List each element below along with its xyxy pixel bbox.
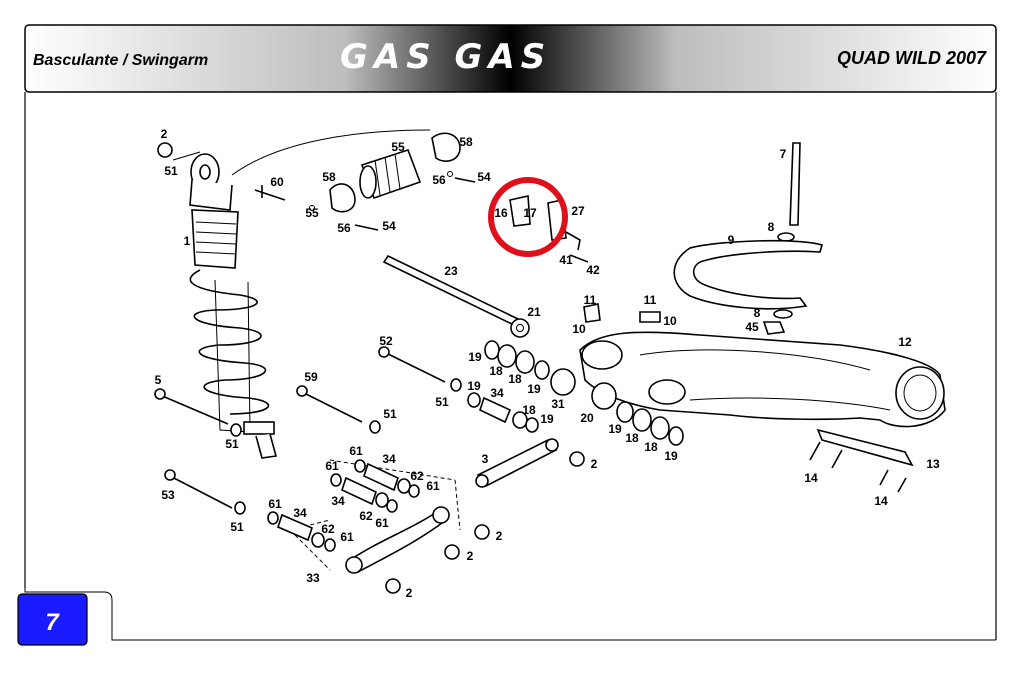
callout-link-62a: 62 [410,469,424,483]
callout-bearing-19d: 19 [664,449,678,463]
callout-bracket-screw: 41 [559,253,573,267]
callout-bracket-right: 27 [571,204,585,218]
bearings-drawing [467,340,684,446]
callout-bracket-left: 16 [494,206,508,220]
callout-pivot-nut: 21 [527,305,541,319]
chain-guide-drawing [583,142,823,335]
callout-stud-washer: 8 [768,220,775,234]
callout-shock-top-nut: 2 [161,127,168,141]
page-badge: 7 [17,593,88,646]
callout-rod-3: 3 [482,452,489,466]
callout-sleeve-19e: 19 [467,379,481,393]
callout-shock-bolt-top: 60 [270,175,284,189]
callout-clip-a-side: 10 [572,322,586,336]
callout-clamp-screw-c: 56 [337,221,351,235]
callout-link-61d: 61 [375,516,389,530]
callout-rod-nut: 2 [591,457,598,471]
callout-shock-top-washer: 51 [164,164,178,178]
callout-link-61b: 61 [325,459,339,473]
brand-logo: GAS GAS [340,37,551,77]
callout-sleeve-34a: 34 [490,386,504,400]
highlight-circle [488,177,568,257]
callout-guide-washer: 8 [754,306,761,320]
callout-link-62c: 62 [321,522,335,536]
callout-reservoir-screw-a: 56 [432,173,446,187]
callout-clip-a-top: 11 [584,293,597,307]
callout-spacer-31: 31 [551,397,565,411]
frame-bottom-line [24,588,996,641]
callout-bearing-18d: 18 [644,440,658,454]
callout-bracket-nut: 42 [586,263,600,277]
callout-plate-screw-b: 14 [874,494,888,508]
callout-chain-guide: 9 [728,233,735,247]
callout-clip-b-side: 10 [663,314,677,328]
callout-labels: 2 51 1 60 55 58 58 56 54 55 56 54 16 17 … [155,127,940,600]
callout-bearing-19c: 19 [608,422,622,436]
callout-link-nut-c: 2 [406,586,413,600]
callout-link-34b: 34 [382,452,396,466]
callout-link-61e: 61 [268,497,282,511]
callout-link-62b: 62 [359,509,373,523]
callout-bearing-18b: 18 [508,372,522,386]
callout-guide-nut: 45 [745,320,759,334]
callout-plate-screw-a: 14 [804,471,818,485]
callout-shock-absorber: 1 [184,234,191,248]
shock-absorber-drawing [157,129,431,459]
callout-reservoir: 55 [391,140,405,154]
swingarm-drawing [579,331,946,493]
callout-sleeve-18e: 18 [522,403,536,417]
callout-link-nut-b: 2 [467,549,474,563]
model-title: QUAD WILD 2007 [837,48,987,68]
pivot-axle-drawing [382,254,530,338]
callout-clip-b-top: 11 [644,293,657,307]
callout-link-34d: 34 [293,506,307,520]
callout-link-34c: 34 [331,494,345,508]
callout-bearing-19b: 19 [527,382,541,396]
page-number: 7 [45,609,60,636]
callout-bolt-59: 59 [304,370,318,384]
callout-link-61c: 61 [426,479,440,493]
callout-bracket-center: 17 [523,206,537,220]
callout-reservoir-nut-a: 54 [477,170,491,184]
callout-link-61f: 61 [340,530,354,544]
callout-bearing-18c: 18 [625,431,639,445]
callout-washer-51c: 51 [383,407,397,421]
section-title: Basculante / Swingarm [33,52,208,69]
bolts-drawing [154,346,462,515]
callout-bearing-19a: 19 [468,350,482,364]
header-bar: Basculante / Swingarm GAS GAS QUAD WILD … [24,24,997,93]
callout-clamp-nut-b: 54 [382,219,396,233]
callout-reservoir-clamp-b: 58 [322,170,336,184]
callout-chain-plate: 13 [926,457,940,471]
callout-swingarm: 12 [898,335,912,349]
callout-washer-51b: 51 [225,437,239,451]
callout-spacer-20: 20 [580,411,594,425]
callout-bolt-5: 5 [155,373,162,387]
reservoir-drawing [254,132,476,231]
callout-stud: 7 [780,147,787,161]
callout-link-assembly: 33 [306,571,320,585]
callout-sleeve-19f: 19 [540,412,554,426]
callout-clamp-screw-b: 55 [305,206,319,220]
callout-washer-51a: 51 [435,395,449,409]
callout-bolt-53: 53 [161,488,175,502]
callout-reservoir-clamp-a: 58 [459,135,473,149]
callout-link-nut-a: 2 [496,529,503,543]
callout-bolt-52: 52 [379,334,393,348]
callout-washer-51d: 51 [230,520,244,534]
linkage-drawing [267,438,585,594]
callout-pivot-axle: 23 [444,264,458,278]
callout-link-61a: 61 [349,444,363,458]
callout-bearing-18a: 18 [489,364,503,378]
